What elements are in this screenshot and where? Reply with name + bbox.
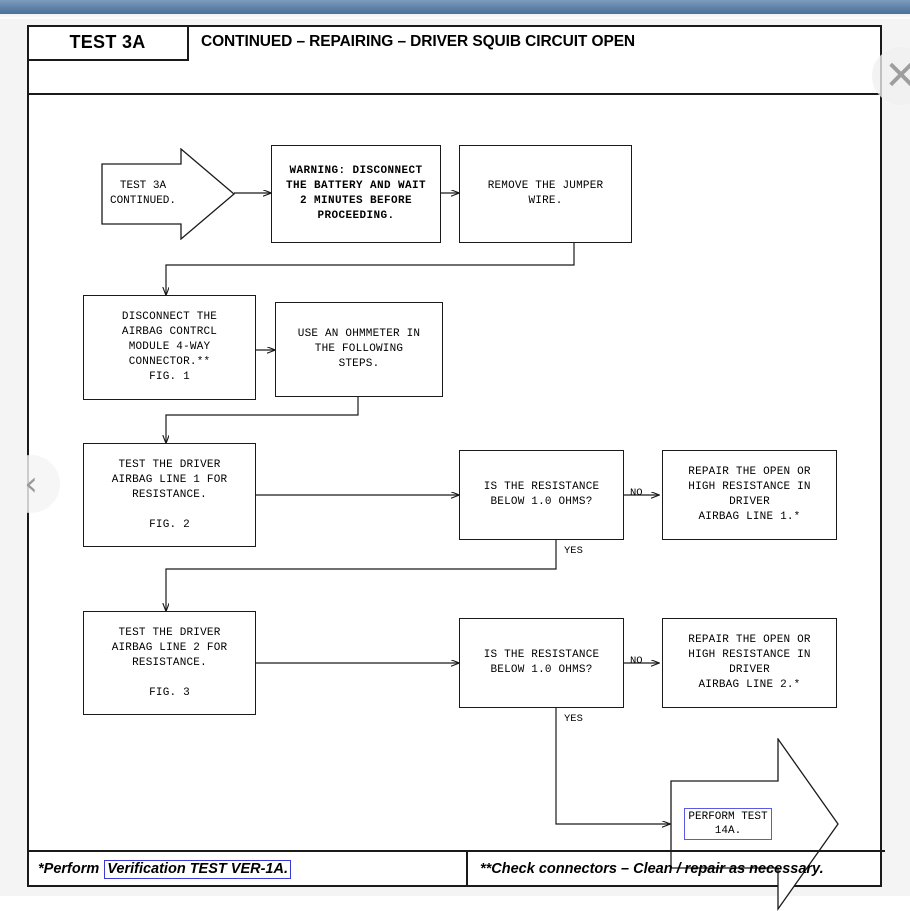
test-3a-flowchart-page: TEST 3A CONTINUED – REPAIRING – DRIVER S…	[27, 25, 885, 911]
close-icon: ✕	[884, 53, 910, 99]
node-test-line-1-label: TEST THE DRIVER AIRBAG LINE 1 FOR RESIST…	[111, 458, 228, 531]
document-page-canvas: TEST 3A CONTINUED – REPAIRING – DRIVER S…	[0, 19, 910, 911]
node-decision-resistance-2: IS THE RESISTANCE BELOW 1.0 OHMS?	[459, 618, 624, 708]
edge-label-yes-2: YES	[564, 713, 583, 725]
node-repair-line-1: REPAIR THE OPEN OR HIGH RESISTANCE IN DR…	[662, 450, 837, 540]
edge-label-yes-1: YES	[564, 545, 583, 557]
node-repair-line-2-label: REPAIR THE OPEN OR HIGH RESISTANCE IN DR…	[688, 634, 811, 691]
viewer-top-bar-shadow	[0, 14, 910, 19]
test-id-label: TEST 3A	[69, 32, 146, 52]
node-use-ohmmeter-label: USE AN OHMMETER IN THE FOLLOWING STEPS.	[297, 328, 421, 370]
perform-test-14a-link[interactable]: PERFORM TEST 14A.	[678, 800, 778, 848]
page-footer: *Perform Verification TEST VER-1A. **Che…	[28, 850, 885, 886]
verification-test-ver-1a-link[interactable]: Verification TEST VER-1A.	[104, 859, 291, 879]
node-remove-jumper-label: REMOVE THE JUMPER WIRE.	[487, 180, 604, 207]
edge-label-no-2: NO	[630, 655, 643, 667]
flowchart-area: TEST 3A CONTINUED. WARNING: DISCONNECT T…	[29, 95, 880, 911]
page-gutter-right	[882, 19, 910, 896]
footer-left-prefix: *Perform	[38, 861, 100, 877]
perform-test-14a-link-label[interactable]: PERFORM TEST 14A.	[684, 808, 772, 840]
node-test-line-2-label: TEST THE DRIVER AIRBAG LINE 2 FOR RESIST…	[111, 626, 228, 699]
page-gutter-top	[0, 19, 910, 25]
node-repair-line-2: REPAIR THE OPEN OR HIGH RESISTANCE IN DR…	[662, 618, 837, 708]
footer-right-text: **Check connectors – Clean / repair as n…	[480, 861, 824, 877]
node-test-3a-continued: TEST 3A CONTINUED.	[101, 148, 236, 240]
page-header: TEST 3A CONTINUED – REPAIRING – DRIVER S…	[28, 26, 880, 95]
node-test-3a-continued-label: TEST 3A CONTINUED.	[109, 180, 176, 207]
node-remove-jumper-wire: REMOVE THE JUMPER WIRE.	[459, 145, 632, 243]
node-disconnect-acm-connector: DISCONNECT THE AIRBAG CONTRCL MODULE 4-W…	[83, 295, 256, 400]
node-warning-disconnect-battery: WARNING: DISCONNECT THE BATTERY AND WAIT…	[271, 145, 441, 243]
node-warning-label: WARNING: DISCONNECT THE BATTERY AND WAIT…	[285, 165, 427, 222]
footer-note-left: *Perform Verification TEST VER-1A.	[28, 852, 468, 886]
node-perform-test-14a[interactable]: PERFORM TEST 14A.	[670, 738, 840, 911]
page-gutter-bottom	[0, 887, 910, 896]
node-decision-2-label: IS THE RESISTANCE BELOW 1.0 OHMS?	[483, 649, 600, 676]
edge-label-no-1: NO	[630, 487, 643, 499]
node-decision-1-label: IS THE RESISTANCE BELOW 1.0 OHMS?	[483, 481, 600, 508]
node-test-line-1: TEST THE DRIVER AIRBAG LINE 1 FOR RESIST…	[83, 443, 256, 547]
node-repair-line-1-label: REPAIR THE OPEN OR HIGH RESISTANCE IN DR…	[688, 466, 811, 523]
test-id-cell: TEST 3A	[28, 26, 189, 61]
chevron-left-icon: ‹	[24, 464, 38, 504]
node-test-line-2: TEST THE DRIVER AIRBAG LINE 2 FOR RESIST…	[83, 611, 256, 715]
viewer-top-bar	[0, 0, 910, 14]
footer-note-right: **Check connectors – Clean / repair as n…	[468, 852, 885, 886]
previous-page-button[interactable]: ‹	[2, 455, 60, 513]
flowchart-connectors	[29, 95, 880, 853]
page-title: CONTINUED – REPAIRING – DRIVER SQUIB CIR…	[201, 33, 636, 50]
node-decision-resistance-1: IS THE RESISTANCE BELOW 1.0 OHMS?	[459, 450, 624, 540]
node-disconnect-label: DISCONNECT THE AIRBAG CONTRCL MODULE 4-W…	[121, 311, 218, 383]
node-use-ohmmeter: USE AN OHMMETER IN THE FOLLOWING STEPS.	[275, 302, 443, 397]
